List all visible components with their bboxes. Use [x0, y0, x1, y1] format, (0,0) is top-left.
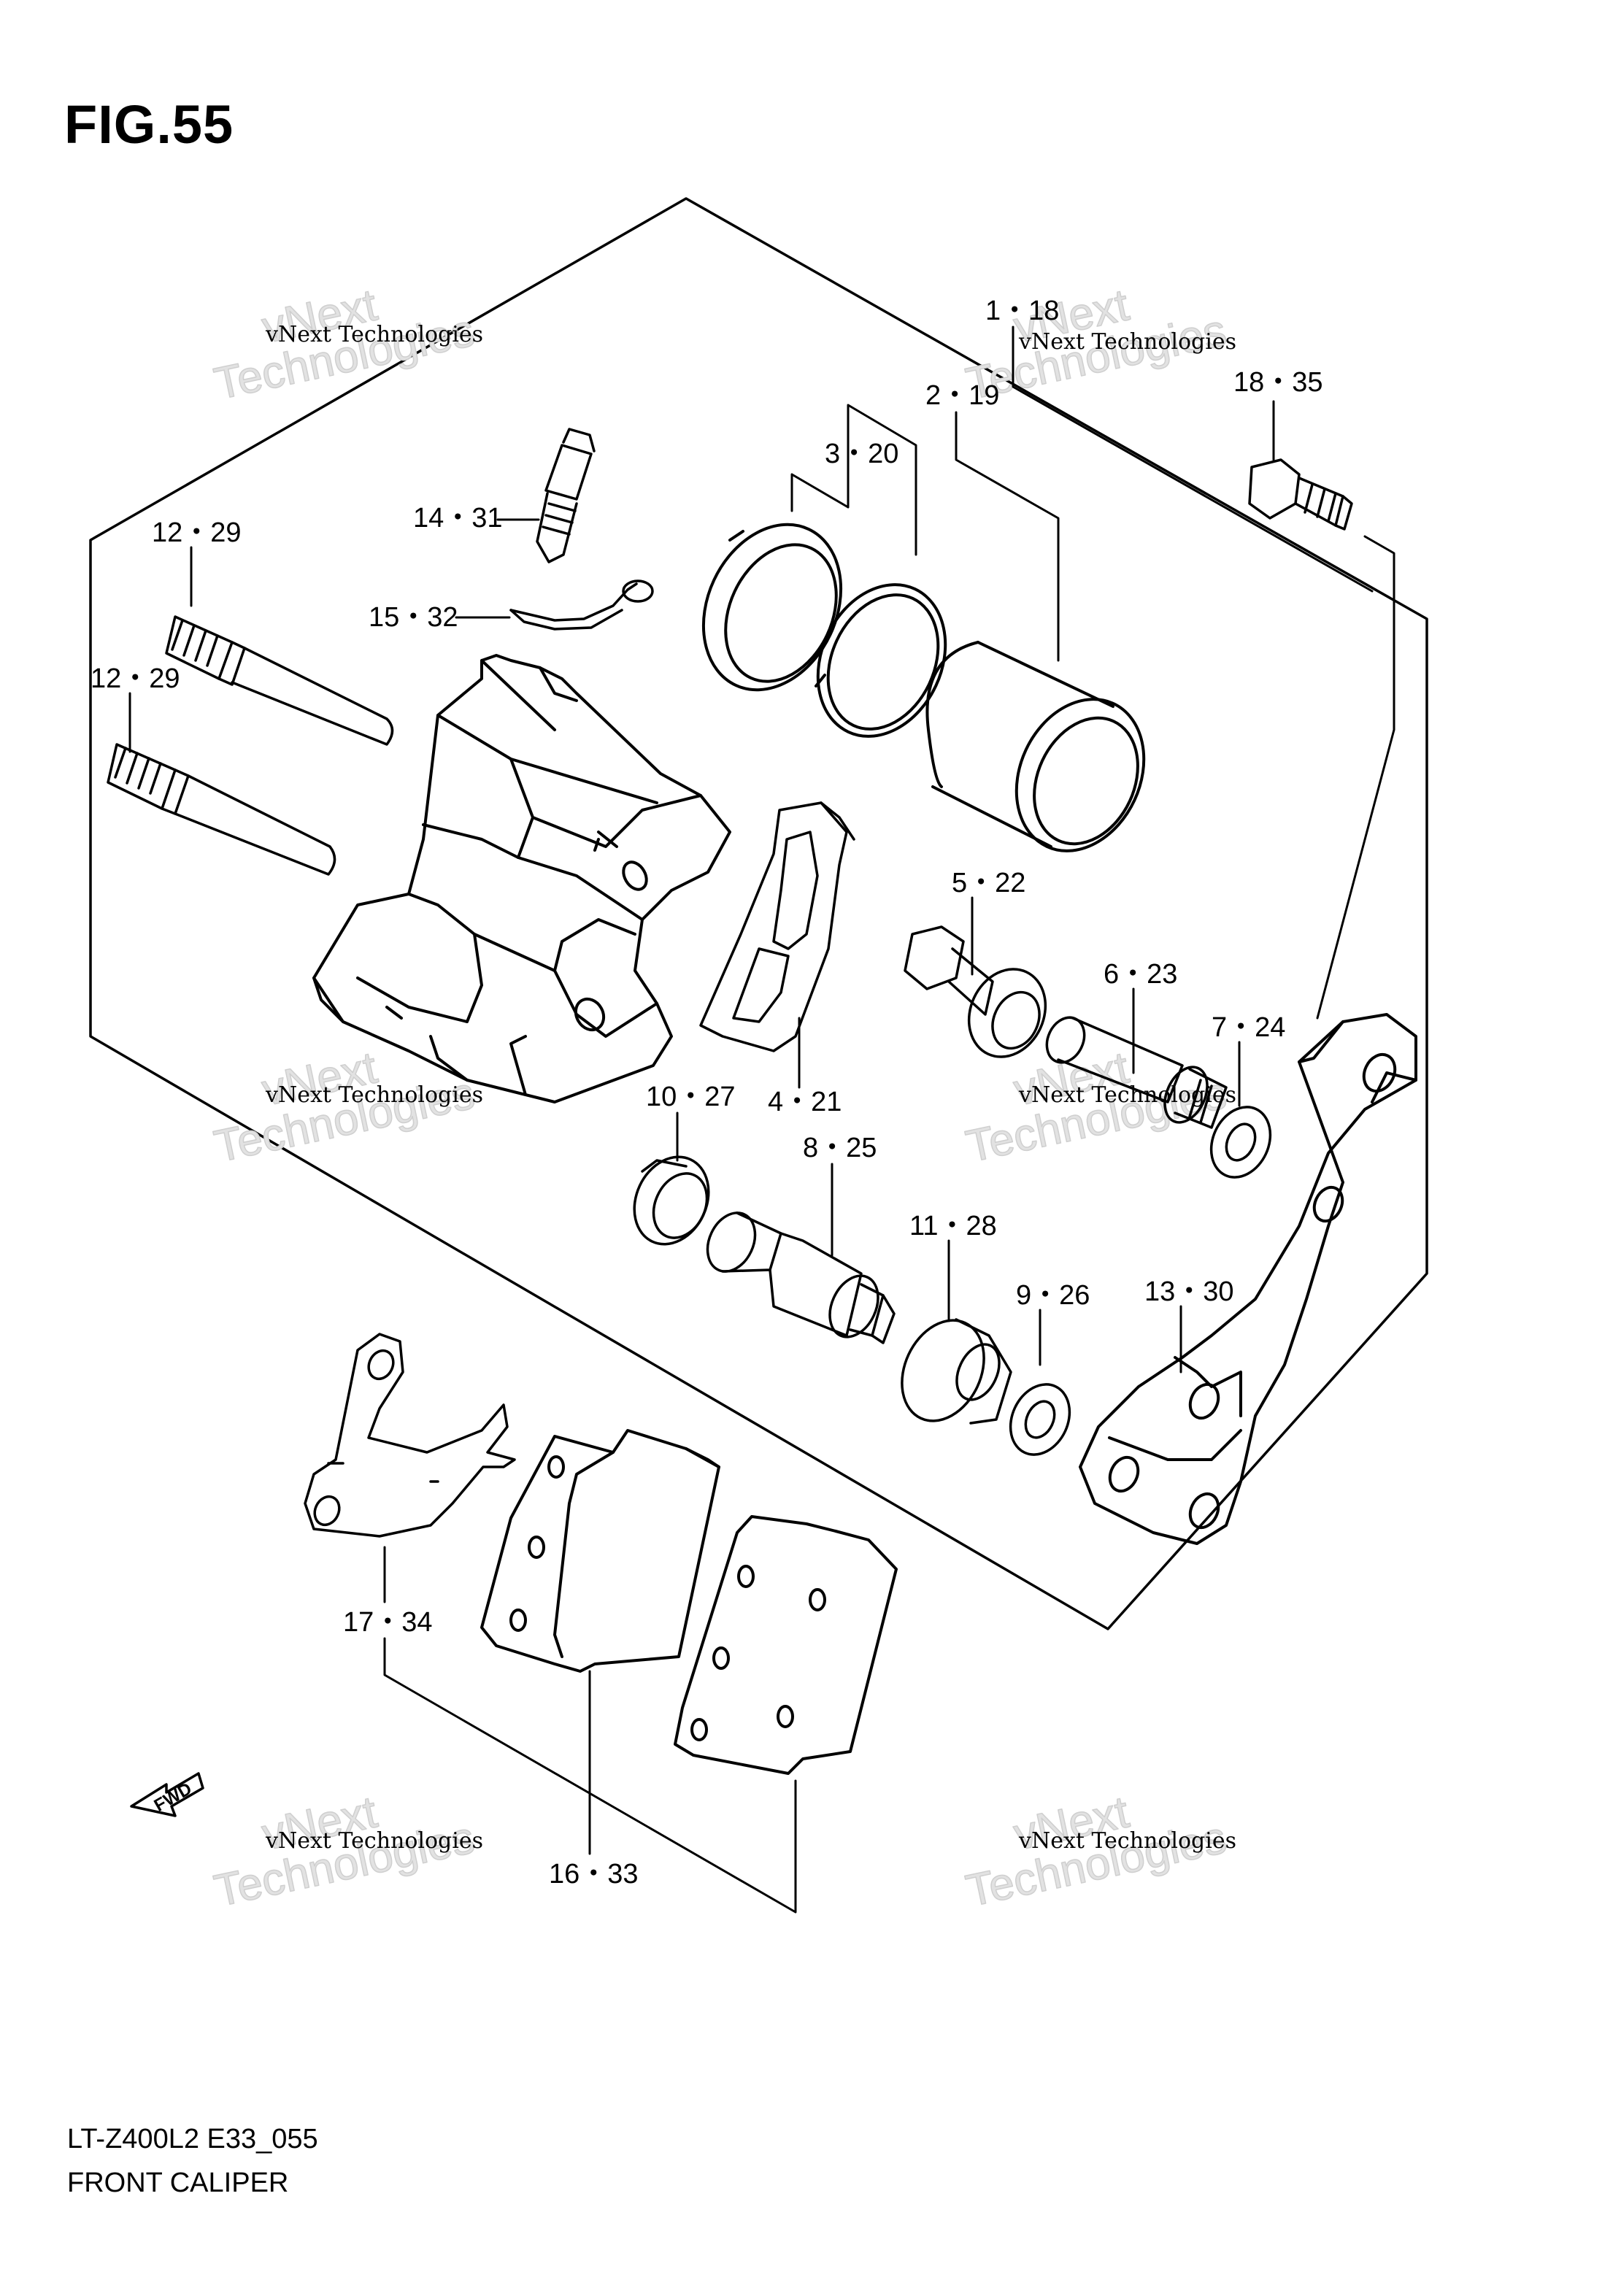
caliper-body	[312, 654, 731, 1103]
callout-5-22: 5・22	[952, 868, 1025, 898]
callout-11-28: 11・28	[909, 1211, 997, 1241]
callout-3-20: 3・20	[825, 439, 898, 469]
callout-16-33: 16・33	[549, 1859, 639, 1889]
dust-seal	[701, 523, 843, 692]
piston-seal	[816, 583, 947, 738]
sleeve-boot-large	[901, 1318, 1012, 1425]
watermark-text: vNext Technologies	[1018, 329, 1236, 355]
pad-pin-lower	[107, 743, 336, 876]
washer-small	[1009, 1383, 1071, 1456]
callout-7-24: 7・24	[1212, 1012, 1285, 1043]
leader-3-20	[847, 404, 917, 556]
leader-1-18	[1012, 325, 1374, 593]
leader-3-20b	[790, 466, 850, 512]
callout-labels: 1・18 2・19 3・20 4・21 5・22 6・23 7・24 8・25 …	[91, 296, 1323, 1889]
callout-18-35: 18・35	[1233, 367, 1323, 398]
leader-18-35b	[1316, 535, 1395, 1020]
sleeve	[706, 1211, 896, 1344]
leader-lines	[128, 325, 1395, 1914]
callout-8-25: 8・25	[803, 1133, 877, 1163]
callout-10-27: 10・27	[646, 1082, 736, 1112]
figure-title: FIG.55	[64, 94, 234, 155]
pad-shim	[304, 1333, 516, 1538]
watermark-text: vNext Technologies	[265, 1082, 483, 1108]
callout-9-26: 9・26	[1016, 1280, 1090, 1311]
pad-pin-upper	[165, 615, 394, 746]
brake-pad-outer	[480, 1429, 720, 1673]
bleeder-cap	[509, 579, 654, 631]
slide-pin-bolt	[1045, 1016, 1228, 1129]
fwd-arrow-icon: FWD	[130, 1772, 204, 1817]
callout-1-18: 1・18	[985, 296, 1059, 326]
callout-6-23: 6・23	[1104, 959, 1177, 990]
callout-12-29-upper: 12・29	[152, 517, 242, 548]
callout-13-30: 13・30	[1144, 1276, 1234, 1307]
section-name: FRONT CALIPER	[67, 2168, 289, 2198]
slide-pin	[904, 925, 1047, 1058]
callout-14-31: 14・31	[413, 503, 503, 533]
bleeder-valve	[536, 428, 596, 563]
piston	[925, 641, 1146, 852]
watermark-text: vNext Technologies	[265, 1828, 483, 1854]
callout-17-34: 17・34	[343, 1607, 433, 1638]
assembly-boundary	[89, 197, 1428, 1630]
watermark-text: vNext Technologies	[1018, 1828, 1236, 1854]
watermark-text: vNext Technologies	[265, 322, 483, 347]
brake-pad-inner	[674, 1515, 898, 1775]
callout-4-21: 4・21	[768, 1087, 842, 1117]
pad-spring	[699, 801, 855, 1052]
callout-2-19: 2・19	[925, 380, 999, 411]
washer	[1209, 1106, 1272, 1179]
sleeve-boot-small	[633, 1155, 710, 1246]
callout-15-32: 15・32	[369, 602, 458, 633]
caliper-bolt	[1248, 458, 1353, 531]
callout-12-29-lower: 12・29	[91, 663, 180, 694]
leader-2-19	[955, 411, 1060, 662]
caliper-holder	[1079, 1013, 1417, 1545]
model-code: LT-Z400L2 E33_055	[67, 2124, 318, 2154]
